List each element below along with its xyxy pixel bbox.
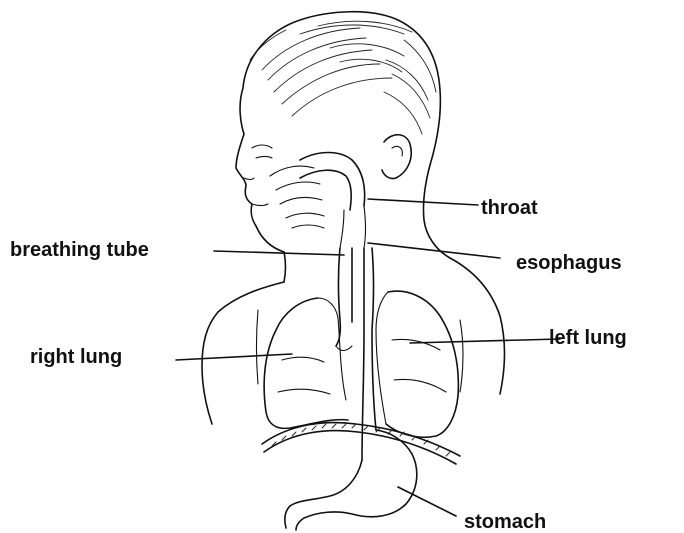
leader-breathing-tube (214, 251, 344, 255)
leader-stomach (398, 487, 456, 516)
hair (243, 12, 440, 165)
right-lung-label: right lung (30, 347, 122, 367)
breathing-tube-label: breathing tube (10, 240, 149, 260)
stomach-shape (285, 430, 417, 530)
leader-lines (176, 199, 560, 516)
throat-label: throat (481, 198, 538, 218)
leader-right-lung (176, 354, 292, 360)
diaphragm (262, 423, 460, 464)
face (236, 88, 450, 258)
stomach-label: stomach (464, 512, 546, 532)
leader-left-lung (410, 339, 560, 343)
left-lung-label: left lung (549, 328, 627, 348)
torso-outline (202, 252, 505, 424)
left-lung-shape (376, 291, 458, 437)
esophagus-label: esophagus (516, 253, 622, 273)
right-lung-shape (264, 298, 348, 428)
